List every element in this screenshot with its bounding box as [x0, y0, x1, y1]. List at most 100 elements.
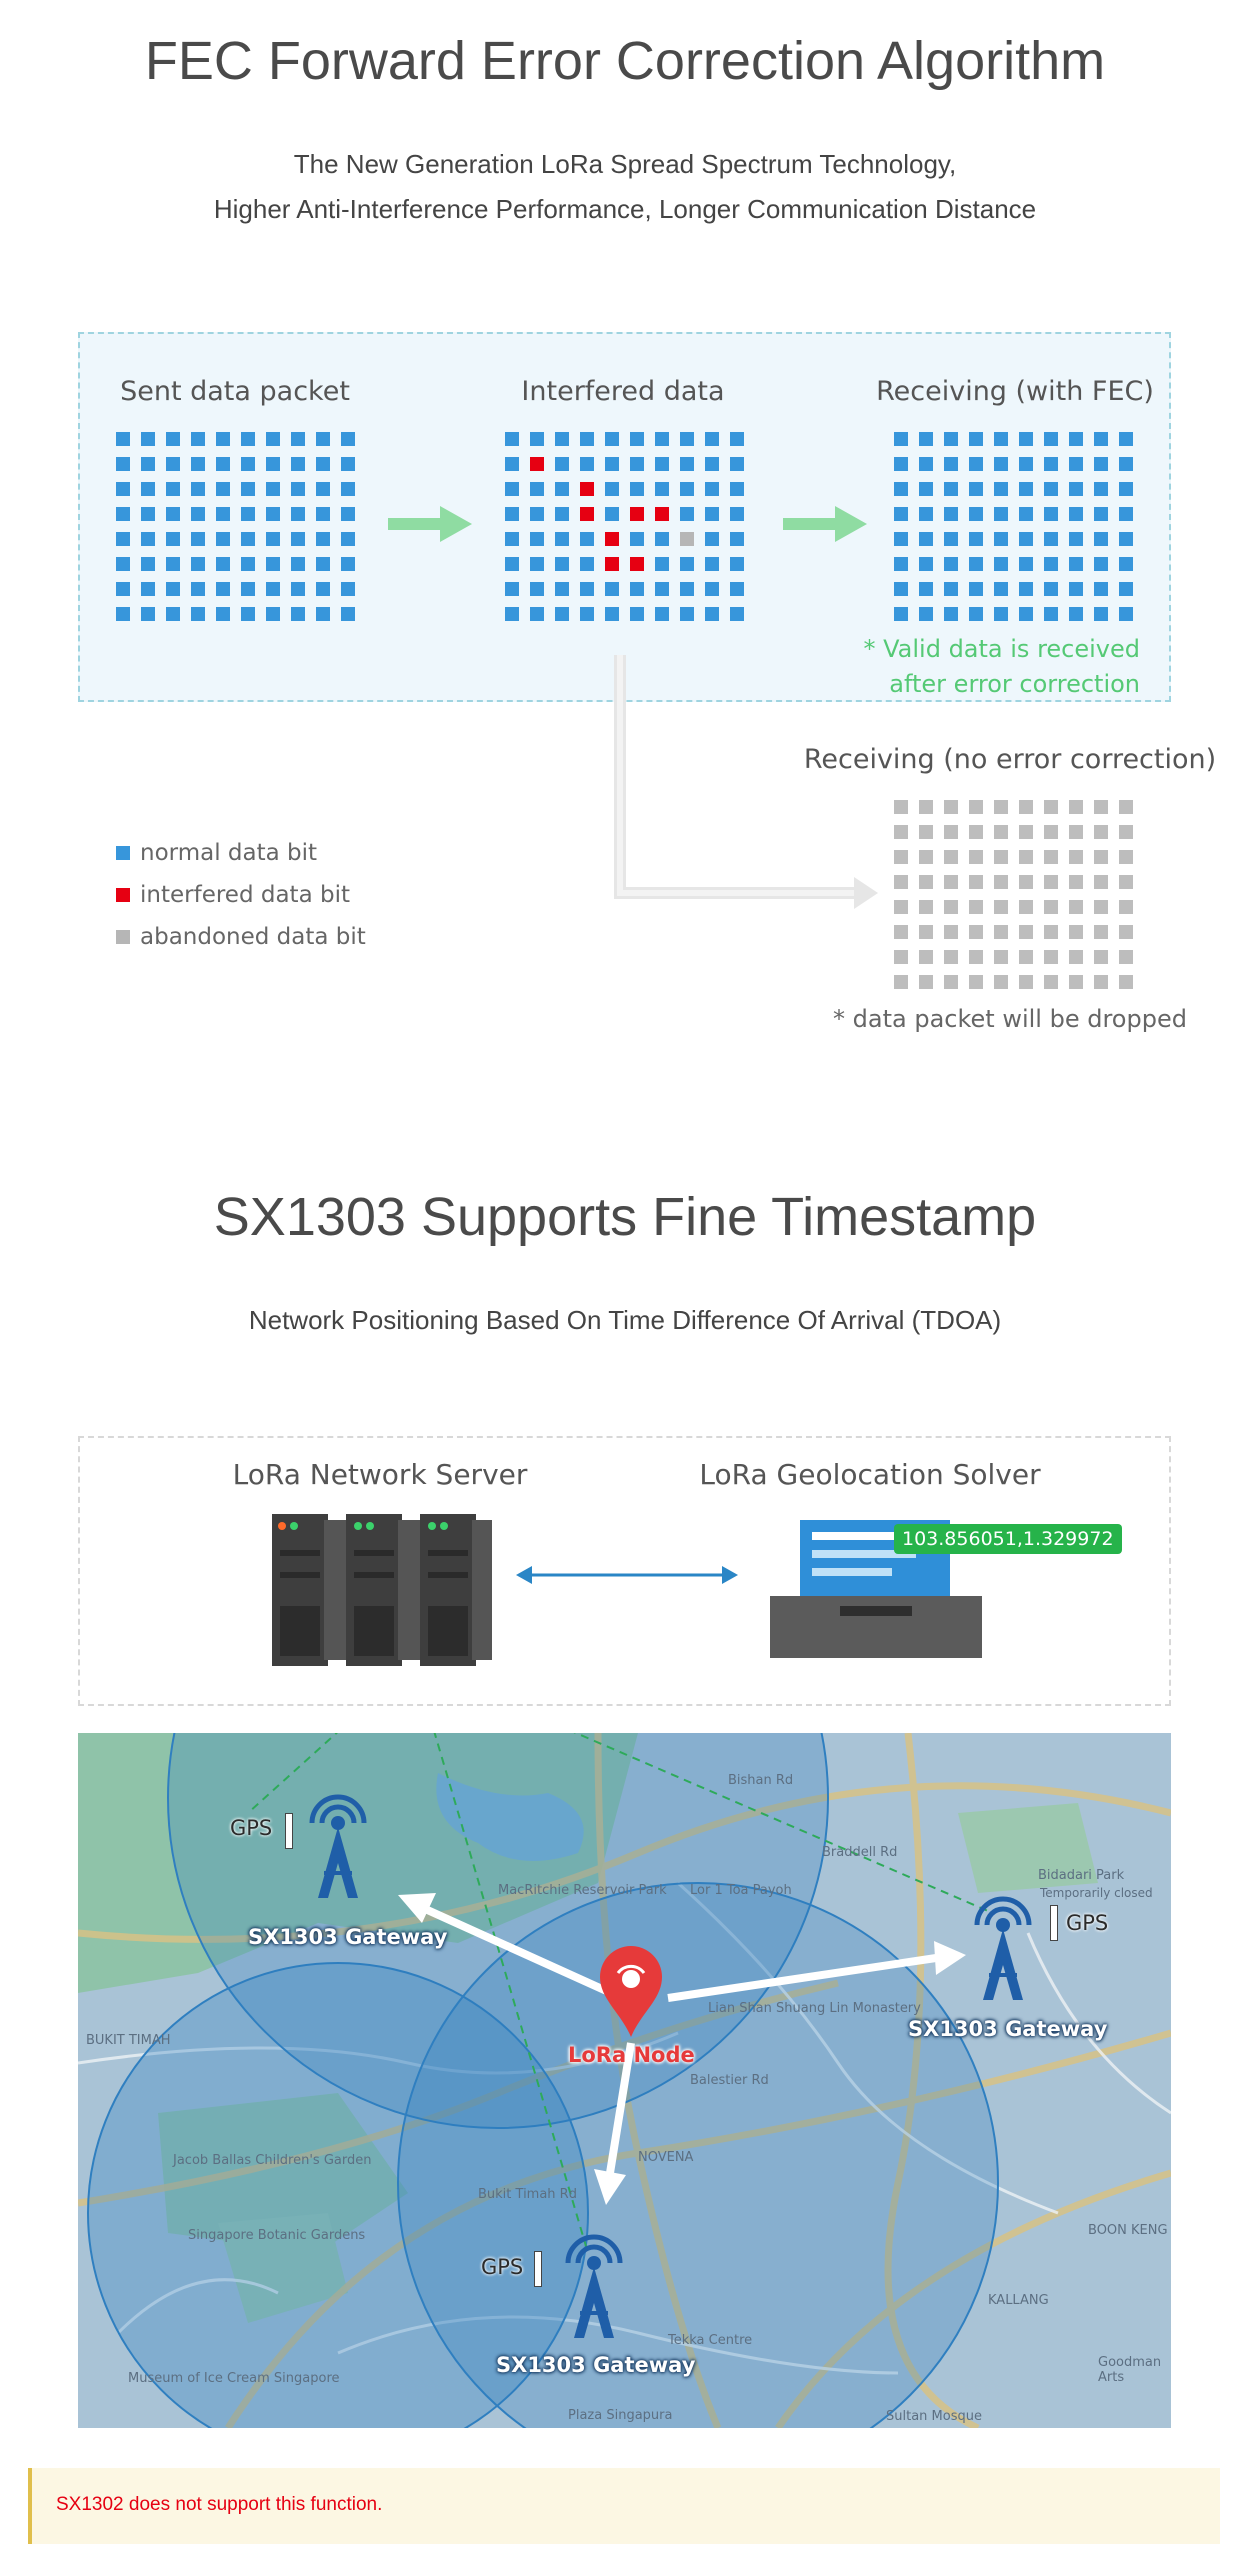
data-bit: [730, 457, 744, 471]
compatibility-notice: SX1302 does not support this function.: [28, 2468, 1220, 2544]
data-bit: [655, 582, 669, 596]
data-bit: [894, 557, 908, 571]
data-bit: [341, 457, 355, 471]
abandoned-bit: [1119, 900, 1133, 914]
data-bit: [630, 432, 644, 446]
data-bit: [341, 482, 355, 496]
data-bit: [969, 582, 983, 596]
gps-label: GPS: [230, 1816, 273, 1840]
data-bit: [530, 582, 544, 596]
data-bit: [555, 457, 569, 471]
data-bit: [969, 507, 983, 521]
abandoned-bit: [1019, 975, 1033, 989]
data-bit: [191, 582, 205, 596]
data-bit: [141, 432, 155, 446]
data-bit: [580, 432, 594, 446]
data-bit: [341, 507, 355, 521]
data-bit: [266, 482, 280, 496]
legend-label: abandoned data bit: [140, 924, 366, 950]
abandoned-bit: [944, 925, 958, 939]
coordinate-badge: 103.856051,1.329972: [894, 1524, 1122, 1554]
abandoned-bit: [944, 800, 958, 814]
abandoned-bit: [969, 925, 983, 939]
data-bit: [994, 457, 1008, 471]
data-bit: [605, 607, 619, 621]
data-bit: [266, 432, 280, 446]
abandoned-bit: [1069, 875, 1083, 889]
lora-node-pin-icon: [600, 1946, 662, 2037]
abandoned-bit: [919, 900, 933, 914]
data-bit: [1094, 507, 1108, 521]
data-bit: [116, 482, 130, 496]
data-bit: [944, 457, 958, 471]
server-rack-icon: [272, 1514, 492, 1666]
interfered-bit: [580, 507, 594, 521]
data-bit: [241, 432, 255, 446]
data-bit: [605, 582, 619, 596]
abandoned-bit: [1044, 875, 1058, 889]
dropped-packet-grid: [894, 800, 1133, 989]
place-label: BOON KENG: [1088, 2223, 1168, 2238]
data-bit: [116, 532, 130, 546]
data-bit: [1119, 457, 1133, 471]
data-bit: [291, 457, 305, 471]
abandoned-bit: [1069, 975, 1083, 989]
place-label: Bukit Timah Rd: [478, 2187, 577, 2202]
data-bit: [316, 482, 330, 496]
data-bit: [944, 432, 958, 446]
place-label: Singapore Botanic Gardens: [188, 2228, 366, 2243]
abandoned-bit: [1119, 800, 1133, 814]
abandoned-bit: [1094, 800, 1108, 814]
data-bit: [316, 507, 330, 521]
geolocation-computer-icon: [770, 1520, 982, 1658]
data-bit: [969, 557, 983, 571]
abandoned-bit: [1069, 900, 1083, 914]
abandoned-bit: [969, 800, 983, 814]
sent-packet-grid: [116, 432, 355, 621]
data-bit: [241, 482, 255, 496]
data-bit: [505, 532, 519, 546]
abandoned-bit: [944, 975, 958, 989]
data-bit: [655, 432, 669, 446]
fec-title: FEC Forward Error Correction Algorithm: [144, 31, 1106, 91]
data-bit: [141, 482, 155, 496]
data-bit: [241, 557, 255, 571]
gps-label: GPS: [1066, 1911, 1109, 1935]
data-bit: [994, 557, 1008, 571]
double-arrow-icon: [516, 1566, 738, 1584]
abandoned-bit: [919, 950, 933, 964]
data-bit: [141, 457, 155, 471]
data-bit: [1069, 557, 1083, 571]
data-bit: [919, 582, 933, 596]
legend: normal data bit interfered data bit aban…: [116, 832, 366, 958]
abandoned-bit: [994, 925, 1008, 939]
data-bit: [141, 607, 155, 621]
data-bit: [191, 457, 205, 471]
abandoned-bit: [894, 975, 908, 989]
data-bit: [580, 557, 594, 571]
abandoned-bit: [994, 825, 1008, 839]
gateway-label: SX1303 Gateway: [908, 2017, 1108, 2041]
abandoned-bit: [1094, 925, 1108, 939]
data-bit: [630, 457, 644, 471]
data-bit: [1019, 482, 1033, 496]
data-bit: [291, 532, 305, 546]
data-bit: [1119, 607, 1133, 621]
data-bit: [266, 607, 280, 621]
abandoned-bit: [944, 850, 958, 864]
abandoned-bit: [994, 950, 1008, 964]
data-bit: [944, 582, 958, 596]
abandoned-bit: [944, 825, 958, 839]
data-bit: [555, 482, 569, 496]
data-bit: [316, 457, 330, 471]
gateway-tower-icon: [565, 2234, 623, 2338]
data-bit: [191, 507, 205, 521]
data-bit: [116, 582, 130, 596]
data-bit: [166, 432, 180, 446]
tdoa-subtitle: Network Positioning Based On Time Differ…: [248, 1305, 1002, 1335]
data-bit: [555, 507, 569, 521]
data-bit: [969, 607, 983, 621]
abandoned-bit: [1044, 925, 1058, 939]
data-bit: [1044, 482, 1058, 496]
data-bit: [116, 607, 130, 621]
